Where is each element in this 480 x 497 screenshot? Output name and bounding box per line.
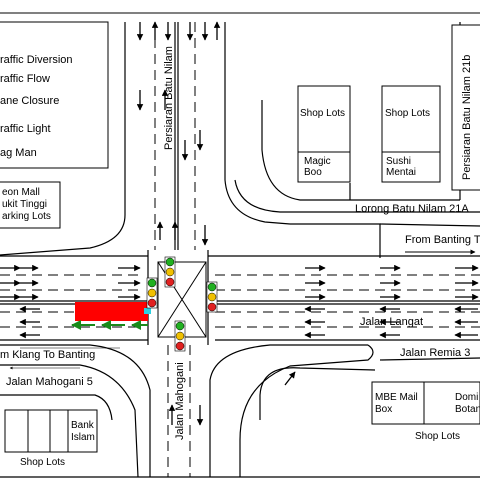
light-lamp [175,341,185,351]
cyan-marker [144,308,151,314]
svg-text:Shop Lots: Shop Lots [20,457,65,468]
label-persiaran-batu-nilam: Persiaran Batu Nilam [163,46,175,150]
shoplots-top-b: Shop Lots Sushi Mentai [381,85,441,183]
svg-text:eon Mall: eon Mall [2,187,40,198]
shoplots-bottom-left: Bank Islam Shop Lots [4,409,98,468]
mbe-mailbox: MBE Mail Box Domi Botan Shop Lots [371,381,480,442]
label-lorong-21a: Lorong Batu Nilam 21A [355,203,469,215]
svg-text:Shop Lots: Shop Lots [385,108,430,119]
legend-light: raffic Light [0,123,51,135]
svg-text:Box: Box [375,404,392,415]
svg-text:ukit Tinggi: ukit Tinggi [2,199,47,210]
svg-text:Shop Lots: Shop Lots [415,431,460,442]
light-lamp [207,302,217,312]
label-persiaran-21b: Persiaran Batu Nilam 21b [461,55,473,180]
legend: raffic Diversion raffic Flow ane Closure… [0,21,109,169]
light-lamp [147,288,157,298]
traffic-lights [146,256,218,352]
light-lamp [165,277,175,287]
light-lamp [147,278,157,288]
svg-text:Sushi: Sushi [386,156,411,167]
svg-text:Islam: Islam [71,432,95,443]
legend-flagman: ag Man [0,147,37,159]
label-from-klang: m Klang To Banting [0,349,95,361]
light-lamp [207,292,217,302]
label-jalan-remia: Jalan Remia 3 [400,347,470,359]
light-lamp [175,321,185,331]
shoplots-top-a: Shop Lots Magic Boo [297,85,351,183]
svg-text:Bank: Bank [71,420,95,431]
flow-arrow [284,371,296,386]
legend-flow: raffic Flow [0,73,50,85]
light-lamp [175,331,185,341]
svg-text:Mentai: Mentai [386,167,416,178]
legend-diversion: raffic Diversion [0,54,73,66]
lane-markings [0,22,480,477]
aeon-mall-box: eon Mall ukit Tinggi arking Lots [0,181,61,229]
label-jalan-mahogani-5: Jalan Mahogani 5 [6,376,93,388]
svg-text:Boo: Boo [304,167,322,178]
svg-text:Magic: Magic [304,156,331,167]
svg-text:arking Lots: arking Lots [2,211,51,222]
svg-text:Botan: Botan [455,404,480,415]
svg-text:MBE Mail: MBE Mail [375,392,418,403]
traffic-flow-arrows [0,21,479,426]
svg-text:Shop Lots: Shop Lots [300,108,345,119]
svg-text:Domi: Domi [455,392,478,403]
lane-closure-block [75,302,148,321]
label-from-banting: From Banting T [405,234,480,246]
label-jalan-mahogani: Jalan Mahogani [174,362,186,440]
legend-closure: ane Closure [0,95,59,107]
road-edges [0,22,480,478]
light-lamp [165,257,175,267]
light-lamp [165,267,175,277]
light-lamp [207,282,217,292]
light-lamp [147,298,157,308]
